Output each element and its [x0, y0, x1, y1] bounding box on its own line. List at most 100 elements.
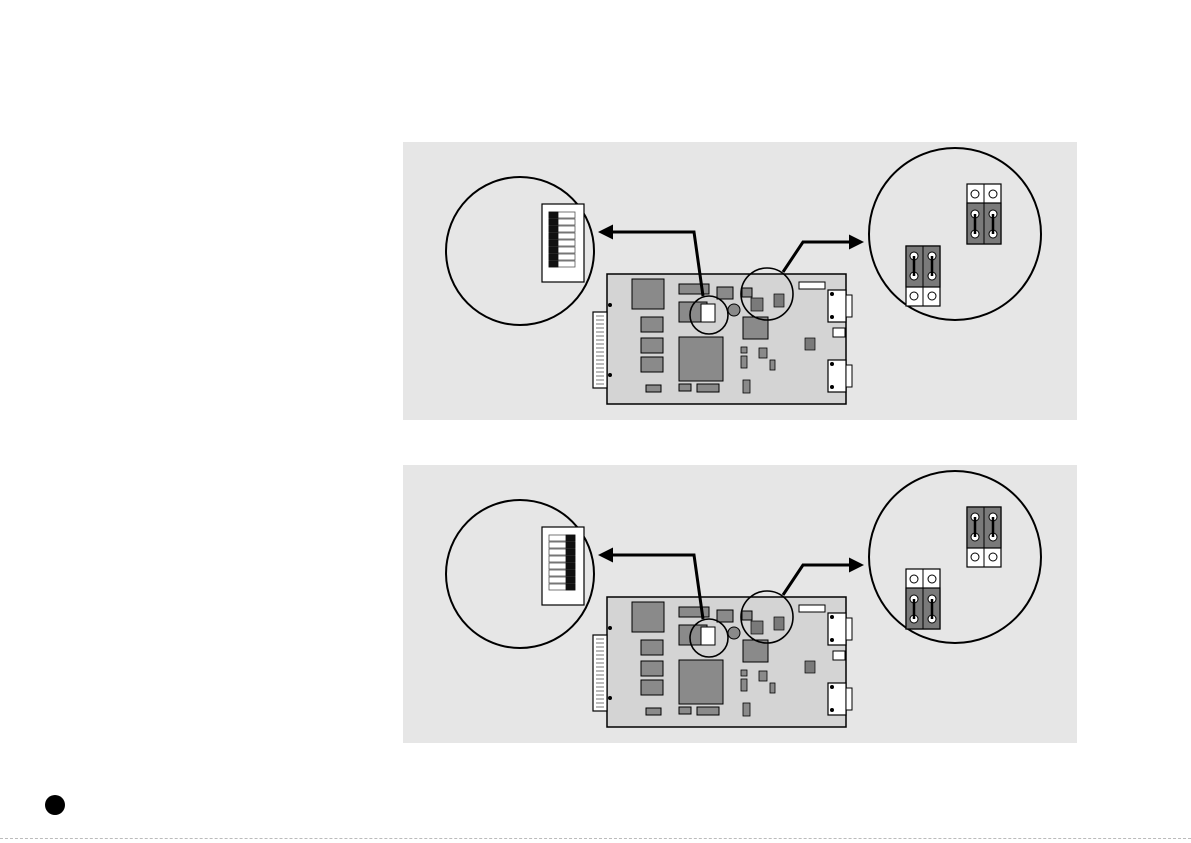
- component: [770, 360, 775, 370]
- component: [759, 671, 767, 681]
- dip-switch-lever: [566, 535, 575, 541]
- arrow-to-jumpers: [783, 242, 861, 272]
- ic-chip: [742, 611, 752, 620]
- ic-chip: [679, 707, 691, 714]
- mount-hole: [608, 626, 612, 630]
- dip-switch-lever: [566, 584, 575, 590]
- jumper-pin: [910, 292, 918, 300]
- label-plate: [799, 605, 825, 612]
- dip-switch-lever: [549, 233, 558, 239]
- component: [743, 380, 750, 393]
- ic-chip: [742, 288, 752, 297]
- component: [741, 670, 747, 676]
- port-shell: [846, 365, 852, 387]
- jumper-pin: [928, 575, 936, 583]
- page-edge-divider: [0, 838, 1191, 839]
- ic-chip: [717, 610, 733, 622]
- dip-switch-lever: [549, 240, 558, 246]
- dip-switch-lever: [549, 254, 558, 260]
- dip-switch-lever: [566, 577, 575, 583]
- port-screw: [830, 362, 834, 366]
- dip-switch-lever: [566, 542, 575, 548]
- dip-switch-magnifier: [446, 177, 594, 325]
- port-screw: [830, 638, 834, 642]
- board-dip-switch: [701, 304, 715, 322]
- jumper-pin: [910, 575, 918, 583]
- board-diagram-1: [403, 142, 1077, 420]
- ic-chip: [632, 279, 664, 309]
- board-jumper-block: [774, 294, 784, 307]
- ic-chip: [641, 640, 663, 655]
- mount-hole: [608, 303, 612, 307]
- component: [741, 347, 747, 353]
- mount-hole: [608, 373, 612, 377]
- component: [741, 356, 747, 368]
- board-jumper-block: [805, 661, 815, 673]
- board-group: [593, 591, 852, 727]
- edge-connector: [593, 312, 607, 388]
- board-group: [593, 268, 852, 404]
- led: [833, 328, 845, 337]
- component: [759, 348, 767, 358]
- board-dip-switch: [701, 627, 715, 645]
- port-screw: [830, 685, 834, 689]
- jumper-pin: [928, 292, 936, 300]
- dip-switch-lever: [549, 212, 558, 218]
- ic-chip: [697, 384, 719, 392]
- jumper-magnifier-circle: [869, 471, 1041, 643]
- port-screw: [830, 315, 834, 319]
- ic-chip: [632, 602, 664, 632]
- board-jumper-block: [751, 621, 763, 634]
- ic-chip: [641, 680, 663, 695]
- port-shell: [846, 618, 852, 640]
- config-panel-1: [403, 142, 1077, 420]
- jumper-pin: [989, 553, 997, 561]
- component: [743, 703, 750, 716]
- dip-switch-lever: [566, 570, 575, 576]
- ic-chip: [717, 287, 733, 299]
- component: [741, 679, 747, 691]
- dip-switch-lever: [566, 556, 575, 562]
- ic-chip: [641, 338, 663, 353]
- ic-chip: [679, 384, 691, 391]
- label-plate: [799, 282, 825, 289]
- port-screw: [830, 292, 834, 296]
- dip-switch-lever: [549, 226, 558, 232]
- port-screw: [830, 385, 834, 389]
- jumper-pin: [971, 190, 979, 198]
- dip-switch-lever: [549, 247, 558, 253]
- ic-chip: [679, 607, 709, 617]
- page-bullet-icon: [45, 795, 65, 815]
- port-screw: [830, 708, 834, 712]
- board-jumper-block: [805, 338, 815, 350]
- capacitor: [728, 627, 740, 639]
- ic-chip: [679, 284, 709, 294]
- config-panel-2: [403, 465, 1077, 743]
- ic-chip: [646, 385, 661, 392]
- mount-hole: [608, 696, 612, 700]
- dip-switch-lever: [566, 549, 575, 555]
- ic-chip: [697, 707, 719, 715]
- ic-chip: [641, 661, 663, 676]
- jumper-pin: [971, 553, 979, 561]
- arrow-to-jumpers: [783, 565, 861, 595]
- dip-switch-lever: [549, 219, 558, 225]
- jumper-pin: [989, 190, 997, 198]
- ic-chip: [679, 337, 723, 381]
- component: [770, 683, 775, 693]
- edge-connector: [593, 635, 607, 711]
- jumper-magnifier-circle: [869, 148, 1041, 320]
- dip-switch-magnifier: [446, 500, 594, 648]
- ic-chip: [641, 317, 663, 332]
- led: [833, 651, 845, 660]
- jumper-magnifier: [869, 471, 1041, 643]
- port-shell: [846, 295, 852, 317]
- ic-chip: [679, 660, 723, 704]
- jumper-magnifier: [869, 148, 1041, 320]
- ic-chip: [641, 357, 663, 372]
- dip-switch-lever: [566, 563, 575, 569]
- board-diagram-2: [403, 465, 1077, 743]
- port-screw: [830, 615, 834, 619]
- board-jumper-block: [774, 617, 784, 630]
- board-jumper-block: [751, 298, 763, 311]
